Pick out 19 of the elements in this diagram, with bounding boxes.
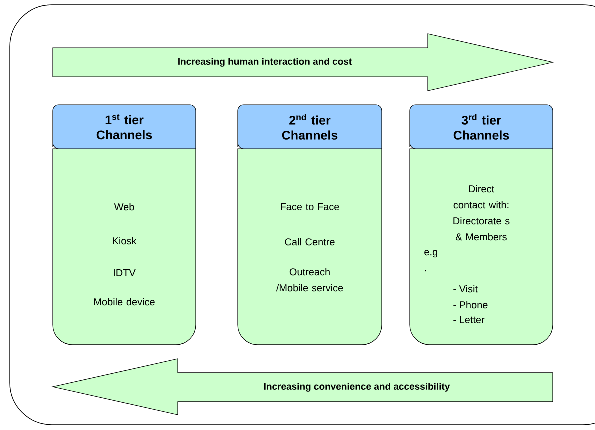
list-item: e.g . <box>424 250 438 272</box>
channel-card <box>52 104 196 346</box>
list-item: Kiosk <box>113 237 137 245</box>
list-item: Face to Face <box>281 204 340 210</box>
list-item: - Letter <box>454 316 485 324</box>
list-item: Call Centre <box>285 238 335 246</box>
channel-card <box>410 104 554 346</box>
list-item: Direct contact with: Directorate s & Members <box>454 185 510 241</box>
list-item: - Phone <box>454 301 488 309</box>
channel-card <box>238 104 382 346</box>
card-heading: 2$^{nd}$ tier Channels <box>282 114 338 140</box>
frame <box>10 4 595 426</box>
list-item: Mobile device <box>94 298 155 306</box>
list-item: Outreach /Mobile service <box>276 268 344 292</box>
list-item: IDTV <box>114 270 136 276</box>
card-heading: 3$^{rd}$ tier Channels <box>454 114 510 140</box>
list-item: - Visit <box>454 285 478 293</box>
list-item: Web <box>114 203 134 211</box>
card-heading: 1$^{st}$ tier Channels <box>96 114 152 140</box>
